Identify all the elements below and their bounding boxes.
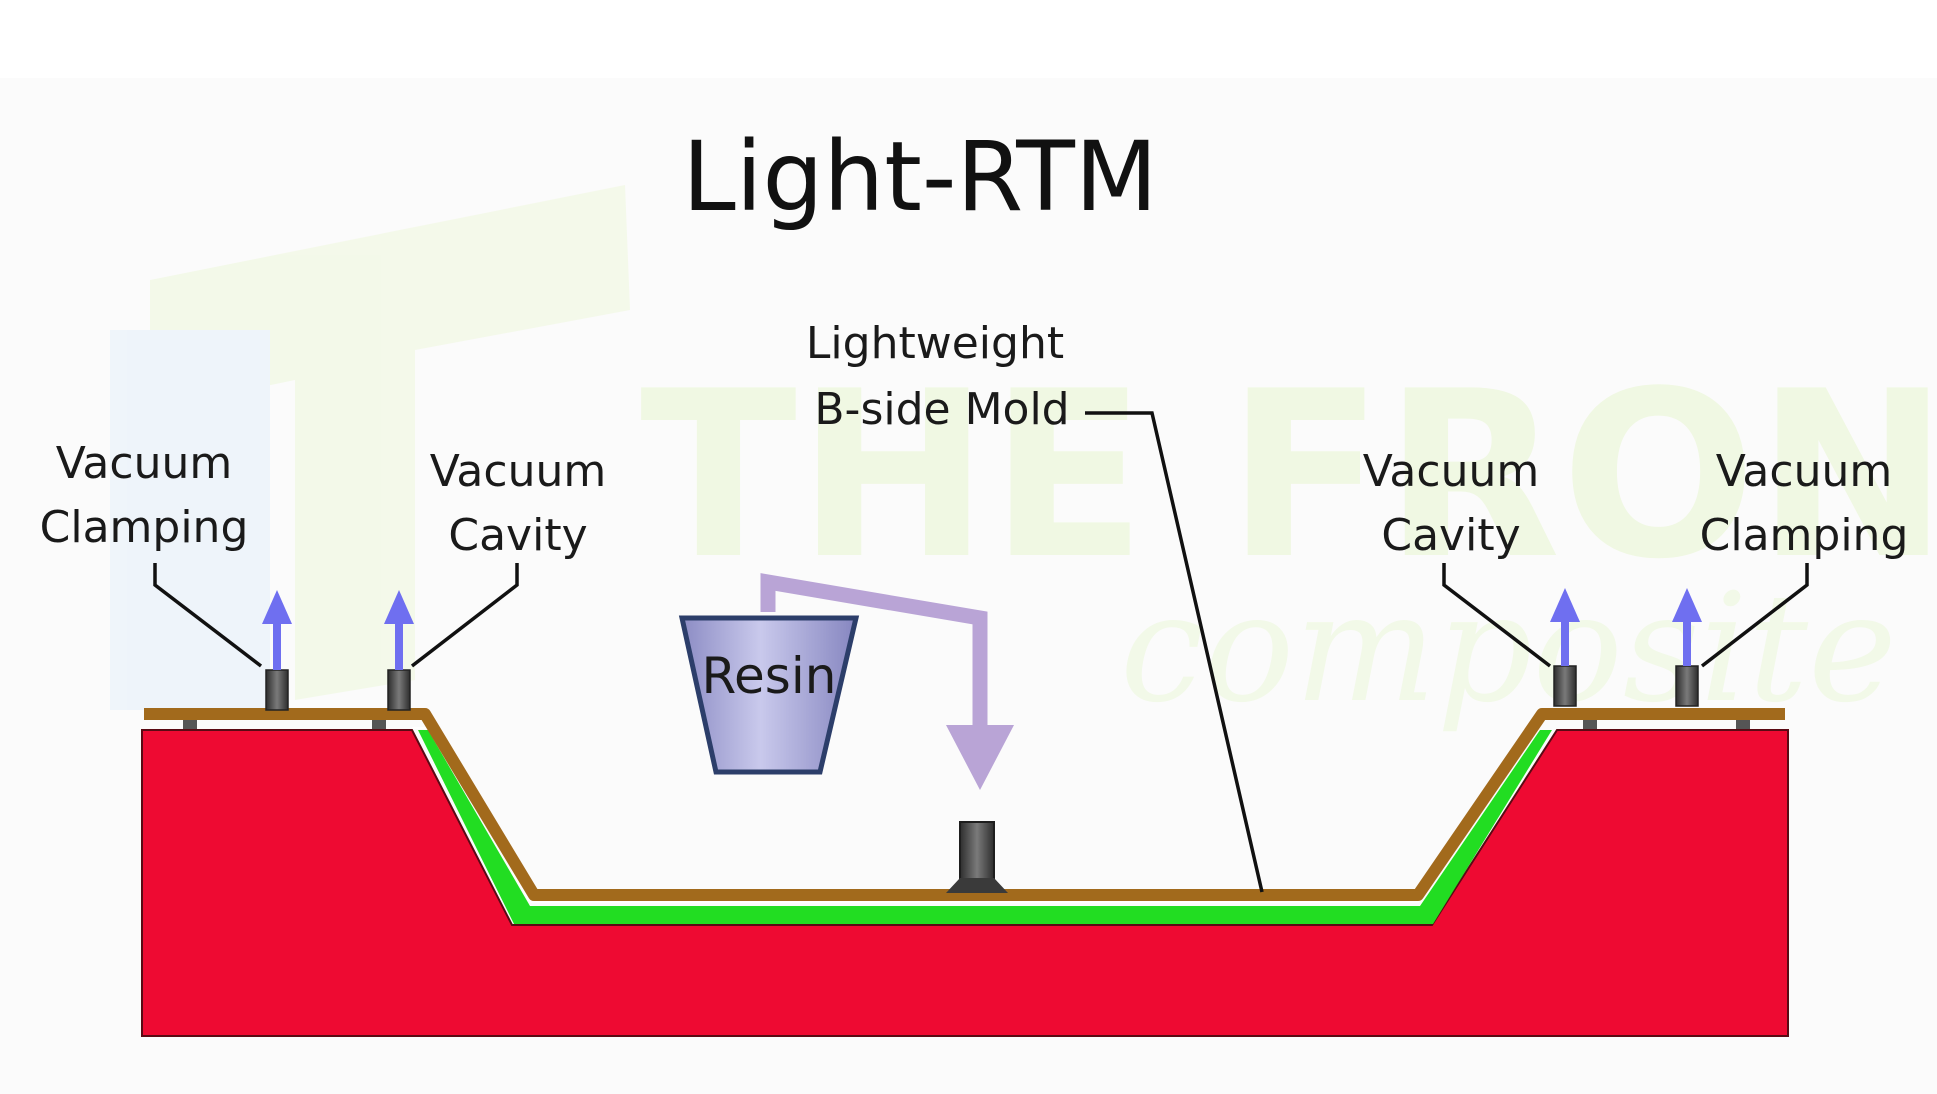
- vacuum-arrow-icon: [1672, 588, 1702, 666]
- resin-injection-port: [946, 821, 1008, 893]
- label-line: Vacuum: [56, 438, 232, 489]
- laminate-layer: [418, 730, 1552, 924]
- flange-supports: [183, 720, 1750, 729]
- watermark-subtext: composite: [1120, 562, 1897, 736]
- vacuum-port-right-clamping: [1675, 665, 1699, 707]
- leader-left-clamping: [153, 563, 263, 668]
- vacuum-port-left-clamping: [265, 669, 289, 711]
- label-line: Cavity: [1381, 510, 1520, 561]
- label-line: Vacuum: [430, 446, 606, 497]
- resin-pot: Resin: [678, 615, 860, 775]
- resin-label: Resin: [702, 647, 837, 705]
- label-line: Clamping: [40, 502, 249, 553]
- label-lightweight-bside-mold: Lightweight B-side Mold: [806, 318, 1070, 435]
- label-right-vacuum-cavity: Vacuum Cavity: [1363, 446, 1539, 561]
- label-line: B-side Mold: [814, 384, 1069, 435]
- watermark-logo-shape: [150, 185, 630, 700]
- label-line: Lightweight: [806, 318, 1064, 369]
- vacuum-arrow-icon: [384, 590, 414, 670]
- label-line: Clamping: [1700, 510, 1909, 561]
- label-left-vacuum-clamping: Vacuum Clamping: [40, 438, 249, 553]
- label-right-vacuum-clamping: Vacuum Clamping: [1700, 446, 1909, 561]
- leader-right-cavity: [1442, 563, 1552, 668]
- label-line: Vacuum: [1716, 446, 1892, 497]
- diagram-title: Light-RTM: [682, 121, 1157, 233]
- leader-right-clamping: [1700, 563, 1809, 668]
- label-line: Vacuum: [1363, 446, 1539, 497]
- vacuum-port-right-cavity: [1553, 665, 1577, 707]
- rigid-mold: [141, 729, 1789, 1037]
- watermark: THE FRONT composite: [110, 185, 1937, 736]
- leader-bside-mold: [1085, 411, 1264, 893]
- vacuum-arrow-icon: [1550, 588, 1580, 666]
- watermark-logo-shape-blue: [110, 330, 270, 710]
- label-line: Cavity: [448, 510, 587, 561]
- resin-flow-arrow: [760, 573, 1014, 790]
- watermark-text: THE FRONT: [640, 343, 1937, 610]
- leader-left-cavity: [410, 563, 519, 668]
- bside-mold: [144, 708, 1785, 901]
- vacuum-port-left-cavity: [387, 669, 411, 711]
- label-left-vacuum-cavity: Vacuum Cavity: [430, 446, 606, 561]
- vacuum-arrow-icon: [262, 590, 292, 670]
